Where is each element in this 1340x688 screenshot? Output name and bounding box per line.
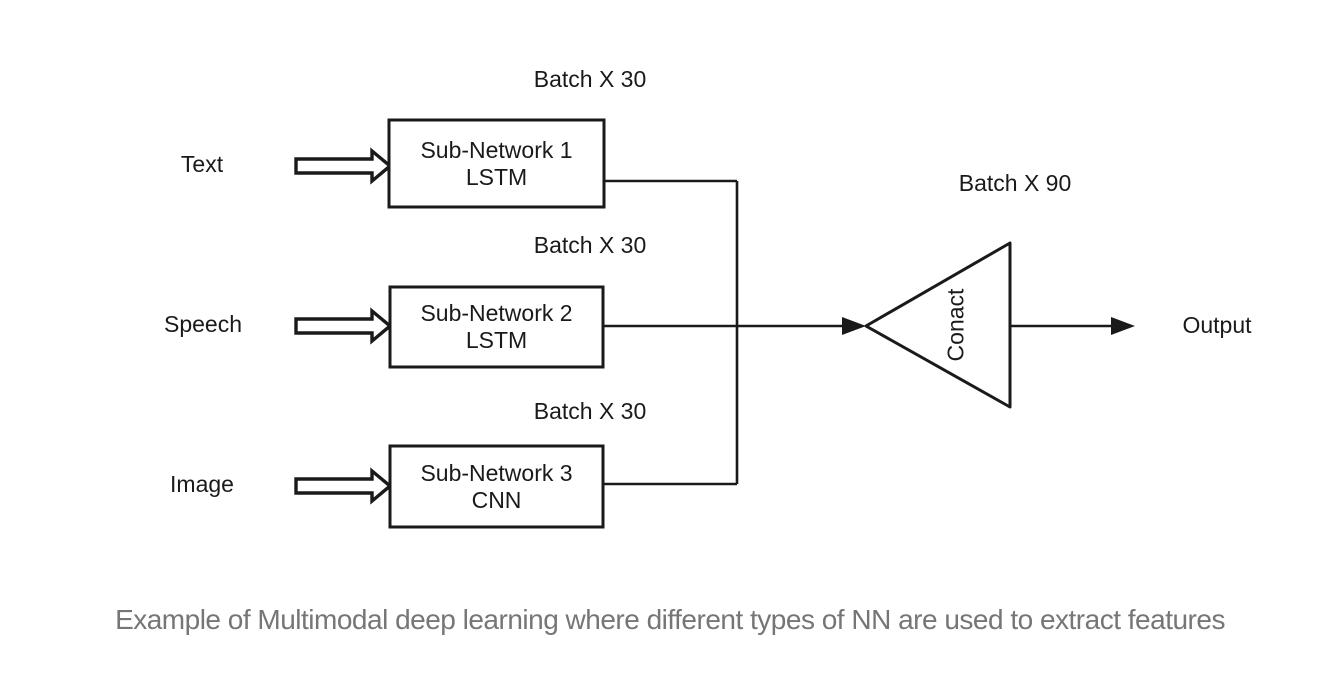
- subnetwork-2-box: [388, 285, 605, 369]
- block-arrow-speech-icon: [294, 307, 393, 345]
- input-label-image: Image: [170, 471, 234, 498]
- block-arrow-image-icon: [294, 467, 393, 505]
- concat-label: Conact: [942, 288, 969, 362]
- input-label-speech: Speech: [163, 311, 243, 338]
- subnetwork-1-label: Sub-Network 1 LSTM: [389, 120, 604, 207]
- subnetwork-2-label: Sub-Network 2 LSTM: [390, 287, 603, 367]
- subnetwork-3-label: Sub-Network 3 CNN: [390, 446, 603, 527]
- batch-label-subnet2: Batch X 30: [533, 232, 647, 259]
- subnetwork-2-title: Sub-Network 2: [420, 300, 573, 326]
- subnetwork-2-subtitle: LSTM: [465, 327, 528, 353]
- batch-label-subnet1: Batch X 30: [533, 66, 647, 93]
- subnetwork-3-title: Sub-Network 3: [420, 459, 573, 486]
- arrowhead-output-icon: [1111, 317, 1135, 335]
- figure-caption: Example of Multimodal deep learning wher…: [115, 604, 1225, 635]
- block-arrow-text-icon: [294, 147, 393, 185]
- subnetwork-1-box: [387, 118, 606, 209]
- batch-label-merge: Batch X 90: [958, 170, 1072, 197]
- input-label-text: Text: [180, 151, 224, 178]
- concat-triangle: [864, 241, 1012, 409]
- subnetwork-1-title: Sub-Network 1: [420, 136, 573, 163]
- subnetwork-1-subtitle: LSTM: [465, 163, 528, 190]
- arrowhead-into-merge-icon: [842, 317, 866, 335]
- batch-label-subnet3: Batch X 30: [533, 398, 647, 425]
- subnetwork-3-box: [388, 444, 605, 529]
- output-label: Output: [1182, 312, 1252, 339]
- subnetwork-3-subtitle: CNN: [471, 486, 522, 513]
